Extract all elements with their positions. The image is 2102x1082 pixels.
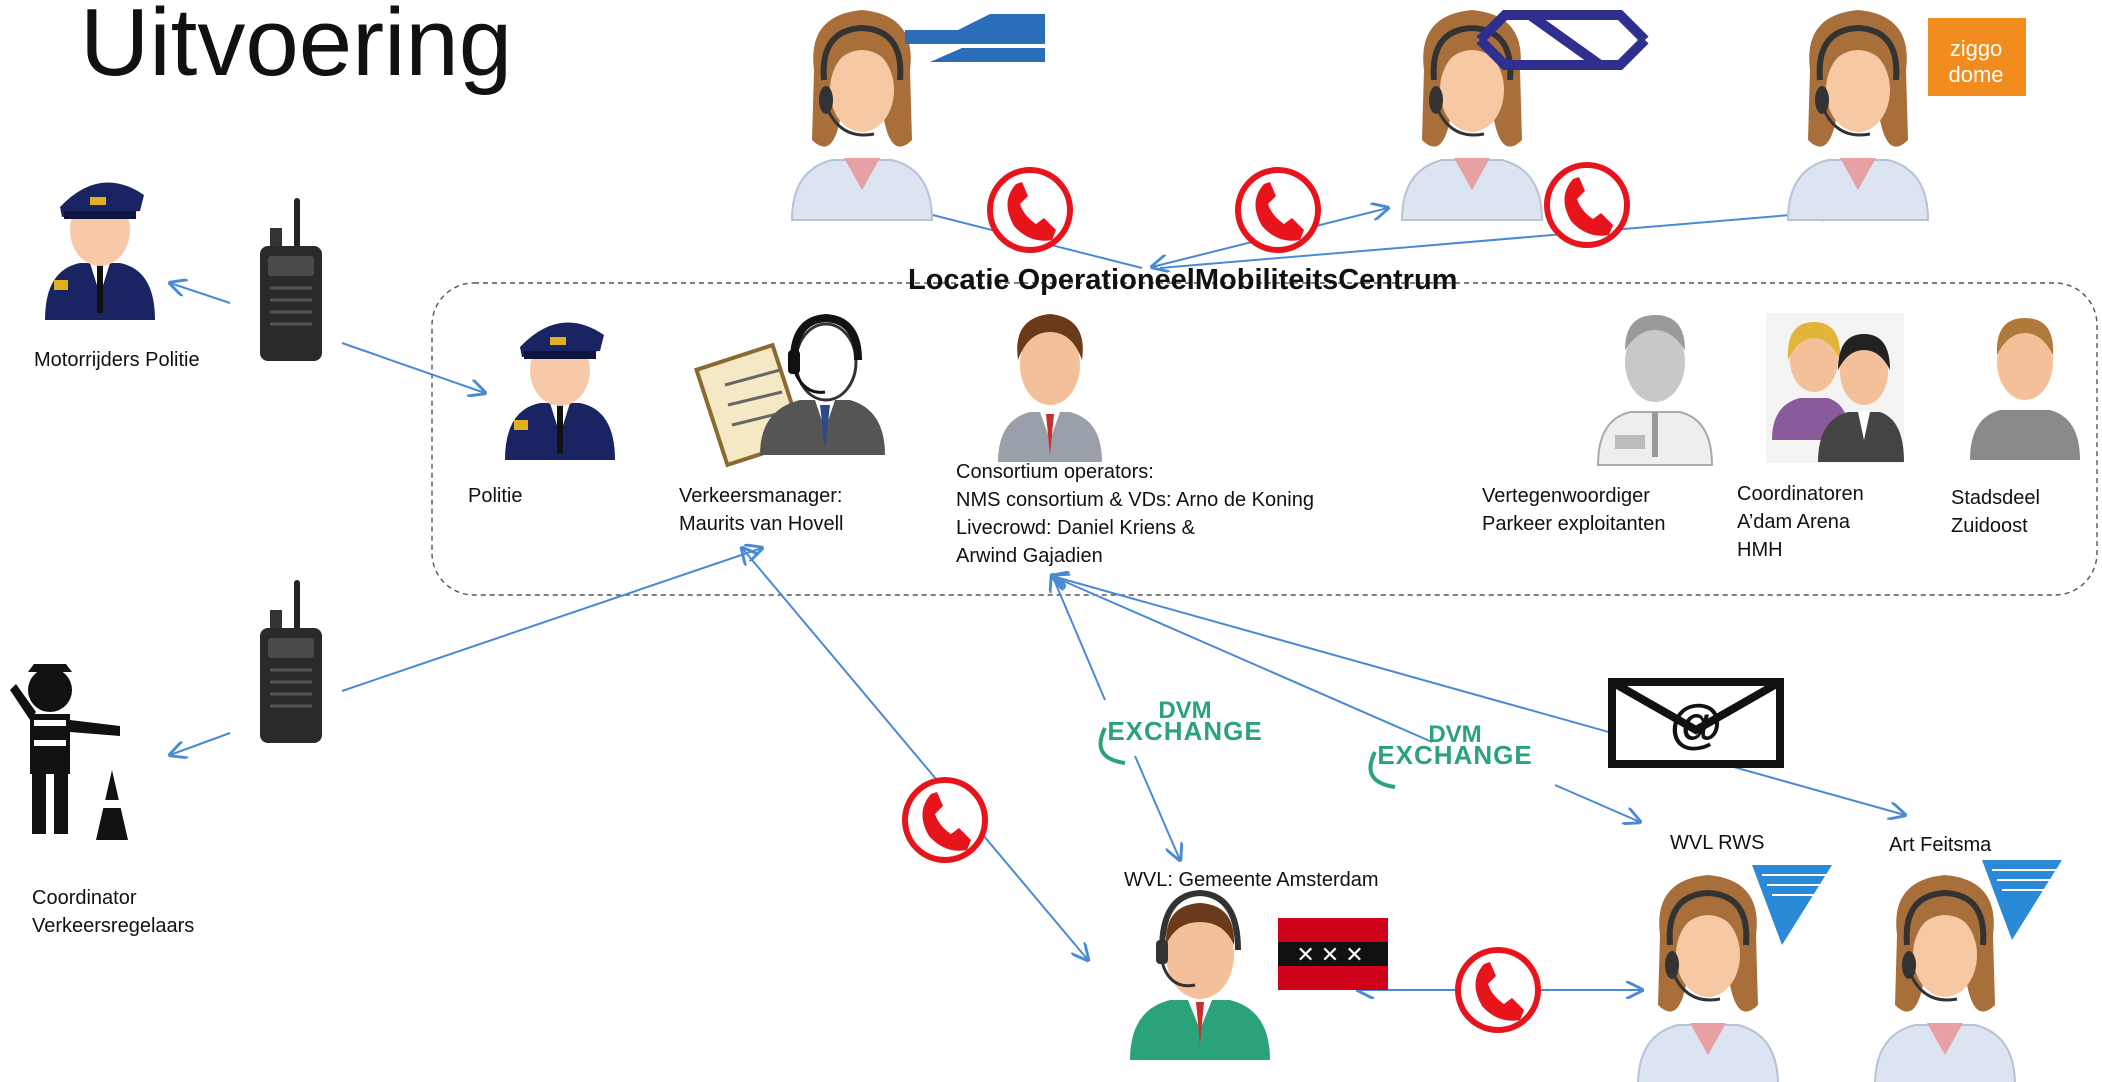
operator-headset-icon	[1638, 875, 1778, 1082]
label-line: Maurits van Hovell	[679, 513, 844, 535]
parking-attendant-icon	[1596, 315, 1714, 466]
police-officer-icon	[505, 322, 615, 460]
svg-text:ziggo: ziggo	[1950, 36, 2003, 61]
label-parkeer: Vertegenwoordiger Parkeer exploitanten	[1482, 482, 1665, 538]
operator-headset-icon	[1402, 10, 1542, 220]
operator-headset-icon	[1875, 875, 2015, 1082]
label-line: Arwind Gajadien	[956, 545, 1103, 567]
email-icon: @	[1608, 678, 1784, 768]
businessman-icon	[998, 314, 1102, 462]
label-wvl-amsterdam: WVL: Gemeente Amsterdam	[1124, 869, 1379, 891]
label-line: Coordinatoren	[1737, 483, 1864, 505]
person-icon	[1970, 318, 2080, 460]
rijkswaterstaat-logo	[905, 14, 1045, 62]
traffic-manager-icon	[693, 313, 885, 468]
police-officer-icon	[45, 182, 155, 320]
phone-icon	[990, 170, 1070, 250]
waves-logo	[1751, 864, 1833, 946]
label-line: Verkeersregelaars	[32, 915, 195, 937]
label-line: NMS consortium & VDs: Arno de Koning	[956, 489, 1314, 511]
phone-icon	[1547, 165, 1627, 245]
phone-icon	[1238, 170, 1318, 250]
label-line: Coordinator	[32, 887, 137, 909]
ziggo-dome-logo: ziggo dome	[1928, 18, 2026, 96]
operator-headset-icon	[1788, 10, 1928, 220]
label-line: Parkeer exploitanten	[1482, 513, 1666, 535]
walkie-talkie-icon	[258, 578, 324, 745]
label-line: Consortium operators:	[956, 461, 1154, 483]
svg-text:@: @	[1670, 694, 1723, 754]
connections	[170, 208, 1905, 990]
label-line: Zuidoost	[1951, 515, 2028, 537]
traffic-controller-icon	[10, 664, 128, 840]
label-line: Livecrowd: Daniel Kriens &	[956, 517, 1195, 539]
phone-icon	[1458, 950, 1538, 1030]
label-coordinator: Coordinator Verkeersregelaars	[32, 884, 194, 940]
walkie-talkie-icon	[258, 196, 324, 363]
label-politie: Politie	[468, 485, 523, 507]
label-verkeersmanager: Verkeersmanager: Maurits van Hovell	[679, 482, 844, 538]
svg-text:✕✕✕: ✕✕✕	[1296, 943, 1369, 968]
waves-logo	[1981, 859, 2063, 941]
label-stadsdeel: Stadsdeel Zuidoost	[1951, 484, 2040, 540]
label-art-feitsma: Art Feitsma	[1889, 834, 1992, 856]
label-line: HMH	[1737, 539, 1783, 561]
couple-icon	[1766, 313, 1904, 463]
dvm-exchange-logo	[1098, 695, 1265, 765]
label-line: A’dam Arena	[1737, 511, 1851, 533]
label-motorrijders: Motorrijders Politie	[34, 349, 200, 371]
ns-logo	[1476, 10, 1649, 70]
center-title: Locatie OperationeelMobiliteitsCentrum	[908, 264, 1458, 296]
label-consortium: Consortium operators: NMS consortium & V…	[956, 458, 1314, 570]
label-line: Stadsdeel	[1951, 487, 2040, 509]
label-line: Verkeersmanager:	[679, 485, 843, 507]
operator-headset-icon	[1130, 889, 1270, 1060]
page-title: Uitvoering	[80, 0, 513, 96]
dvm-exchange-logo	[1368, 719, 1535, 789]
phone-icon	[905, 780, 985, 860]
amsterdam-flag-icon: ✕✕✕	[1278, 918, 1388, 990]
label-wvl-rws: WVL RWS	[1670, 832, 1765, 854]
label-arena: Coordinatoren A’dam Arena HMH	[1737, 480, 1864, 564]
svg-text:dome: dome	[1948, 62, 2003, 87]
label-line: Vertegenwoordiger	[1482, 485, 1650, 507]
